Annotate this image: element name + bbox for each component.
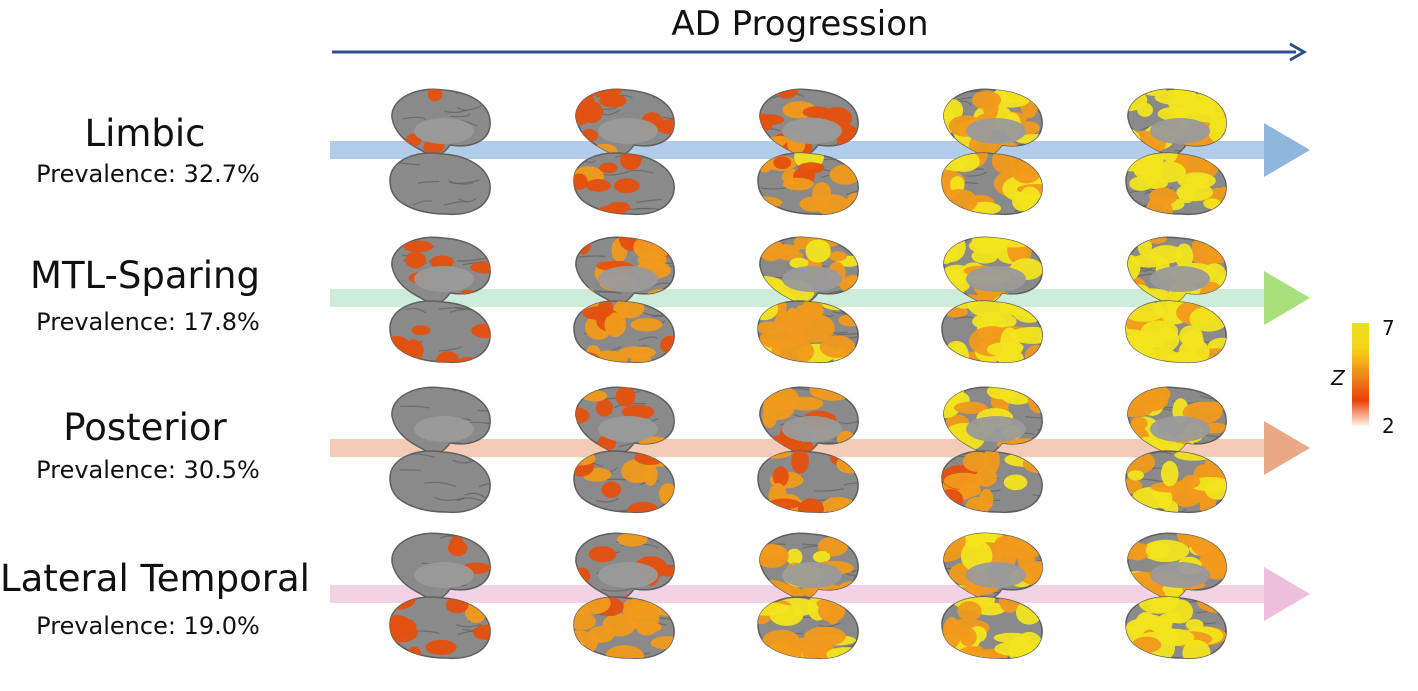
brain-lateral-view <box>389 152 491 216</box>
figure-title: AD Progression <box>671 4 929 44</box>
brain-lateral-view <box>941 450 1043 514</box>
brain-stage-5 <box>1125 532 1227 660</box>
subtype-prevalence-lateral-temporal: Prevalence: 19.0% <box>36 612 260 640</box>
brain-medial-view <box>575 532 675 601</box>
progression-arrow <box>332 42 1308 62</box>
brain-lateral-view <box>573 450 675 514</box>
brain-stage-4 <box>941 88 1043 216</box>
brain-medial-view <box>943 532 1043 601</box>
brain-lateral-view <box>757 596 859 660</box>
subtype-prevalence-posterior: Prevalence: 30.5% <box>36 456 260 484</box>
subtype-name-posterior: Posterior <box>63 406 227 449</box>
subtype-prevalence-mtl-sparing: Prevalence: 17.8% <box>36 308 260 336</box>
brain-stage-2 <box>573 88 675 216</box>
brain-medial-view <box>391 88 491 157</box>
subtype-name-limbic: Limbic <box>84 112 206 155</box>
brain-medial-view <box>575 88 675 157</box>
colorbar-max-label: 7 <box>1382 316 1395 340</box>
brain-lateral-view <box>1125 450 1227 514</box>
brain-lateral-view <box>389 450 491 514</box>
brain-lateral-view <box>389 596 491 660</box>
subtype-row-1 <box>330 236 1310 364</box>
brain-lateral-view <box>757 450 859 514</box>
brain-medial-view <box>759 386 859 455</box>
colorbar-axis-label: Z <box>1331 366 1345 390</box>
brain-stage-2 <box>573 386 675 514</box>
brain-lateral-view <box>1125 596 1227 660</box>
subtype-name-lateral-temporal: Lateral Temporal <box>0 557 310 600</box>
subtype-name-mtl-sparing: MTL-Sparing <box>30 254 260 297</box>
brain-stage-1 <box>389 386 491 514</box>
brain-medial-view <box>943 88 1043 157</box>
subtype-row-2 <box>330 386 1310 514</box>
subtype-prevalence-limbic: Prevalence: 32.7% <box>36 160 260 188</box>
brain-stage-1 <box>389 88 491 216</box>
brain-lateral-view <box>389 300 491 364</box>
brain-stage-1 <box>389 236 491 364</box>
colorbar <box>1352 323 1369 426</box>
brain-lateral-view <box>941 152 1043 216</box>
subtype-row-3 <box>330 532 1310 660</box>
brain-lateral-view <box>757 152 859 216</box>
colorbar-min-label: 2 <box>1382 414 1395 438</box>
subtype-row-0 <box>330 88 1310 216</box>
brain-stage-3 <box>757 88 859 216</box>
brain-medial-view <box>575 386 675 455</box>
brain-lateral-view <box>573 152 675 216</box>
